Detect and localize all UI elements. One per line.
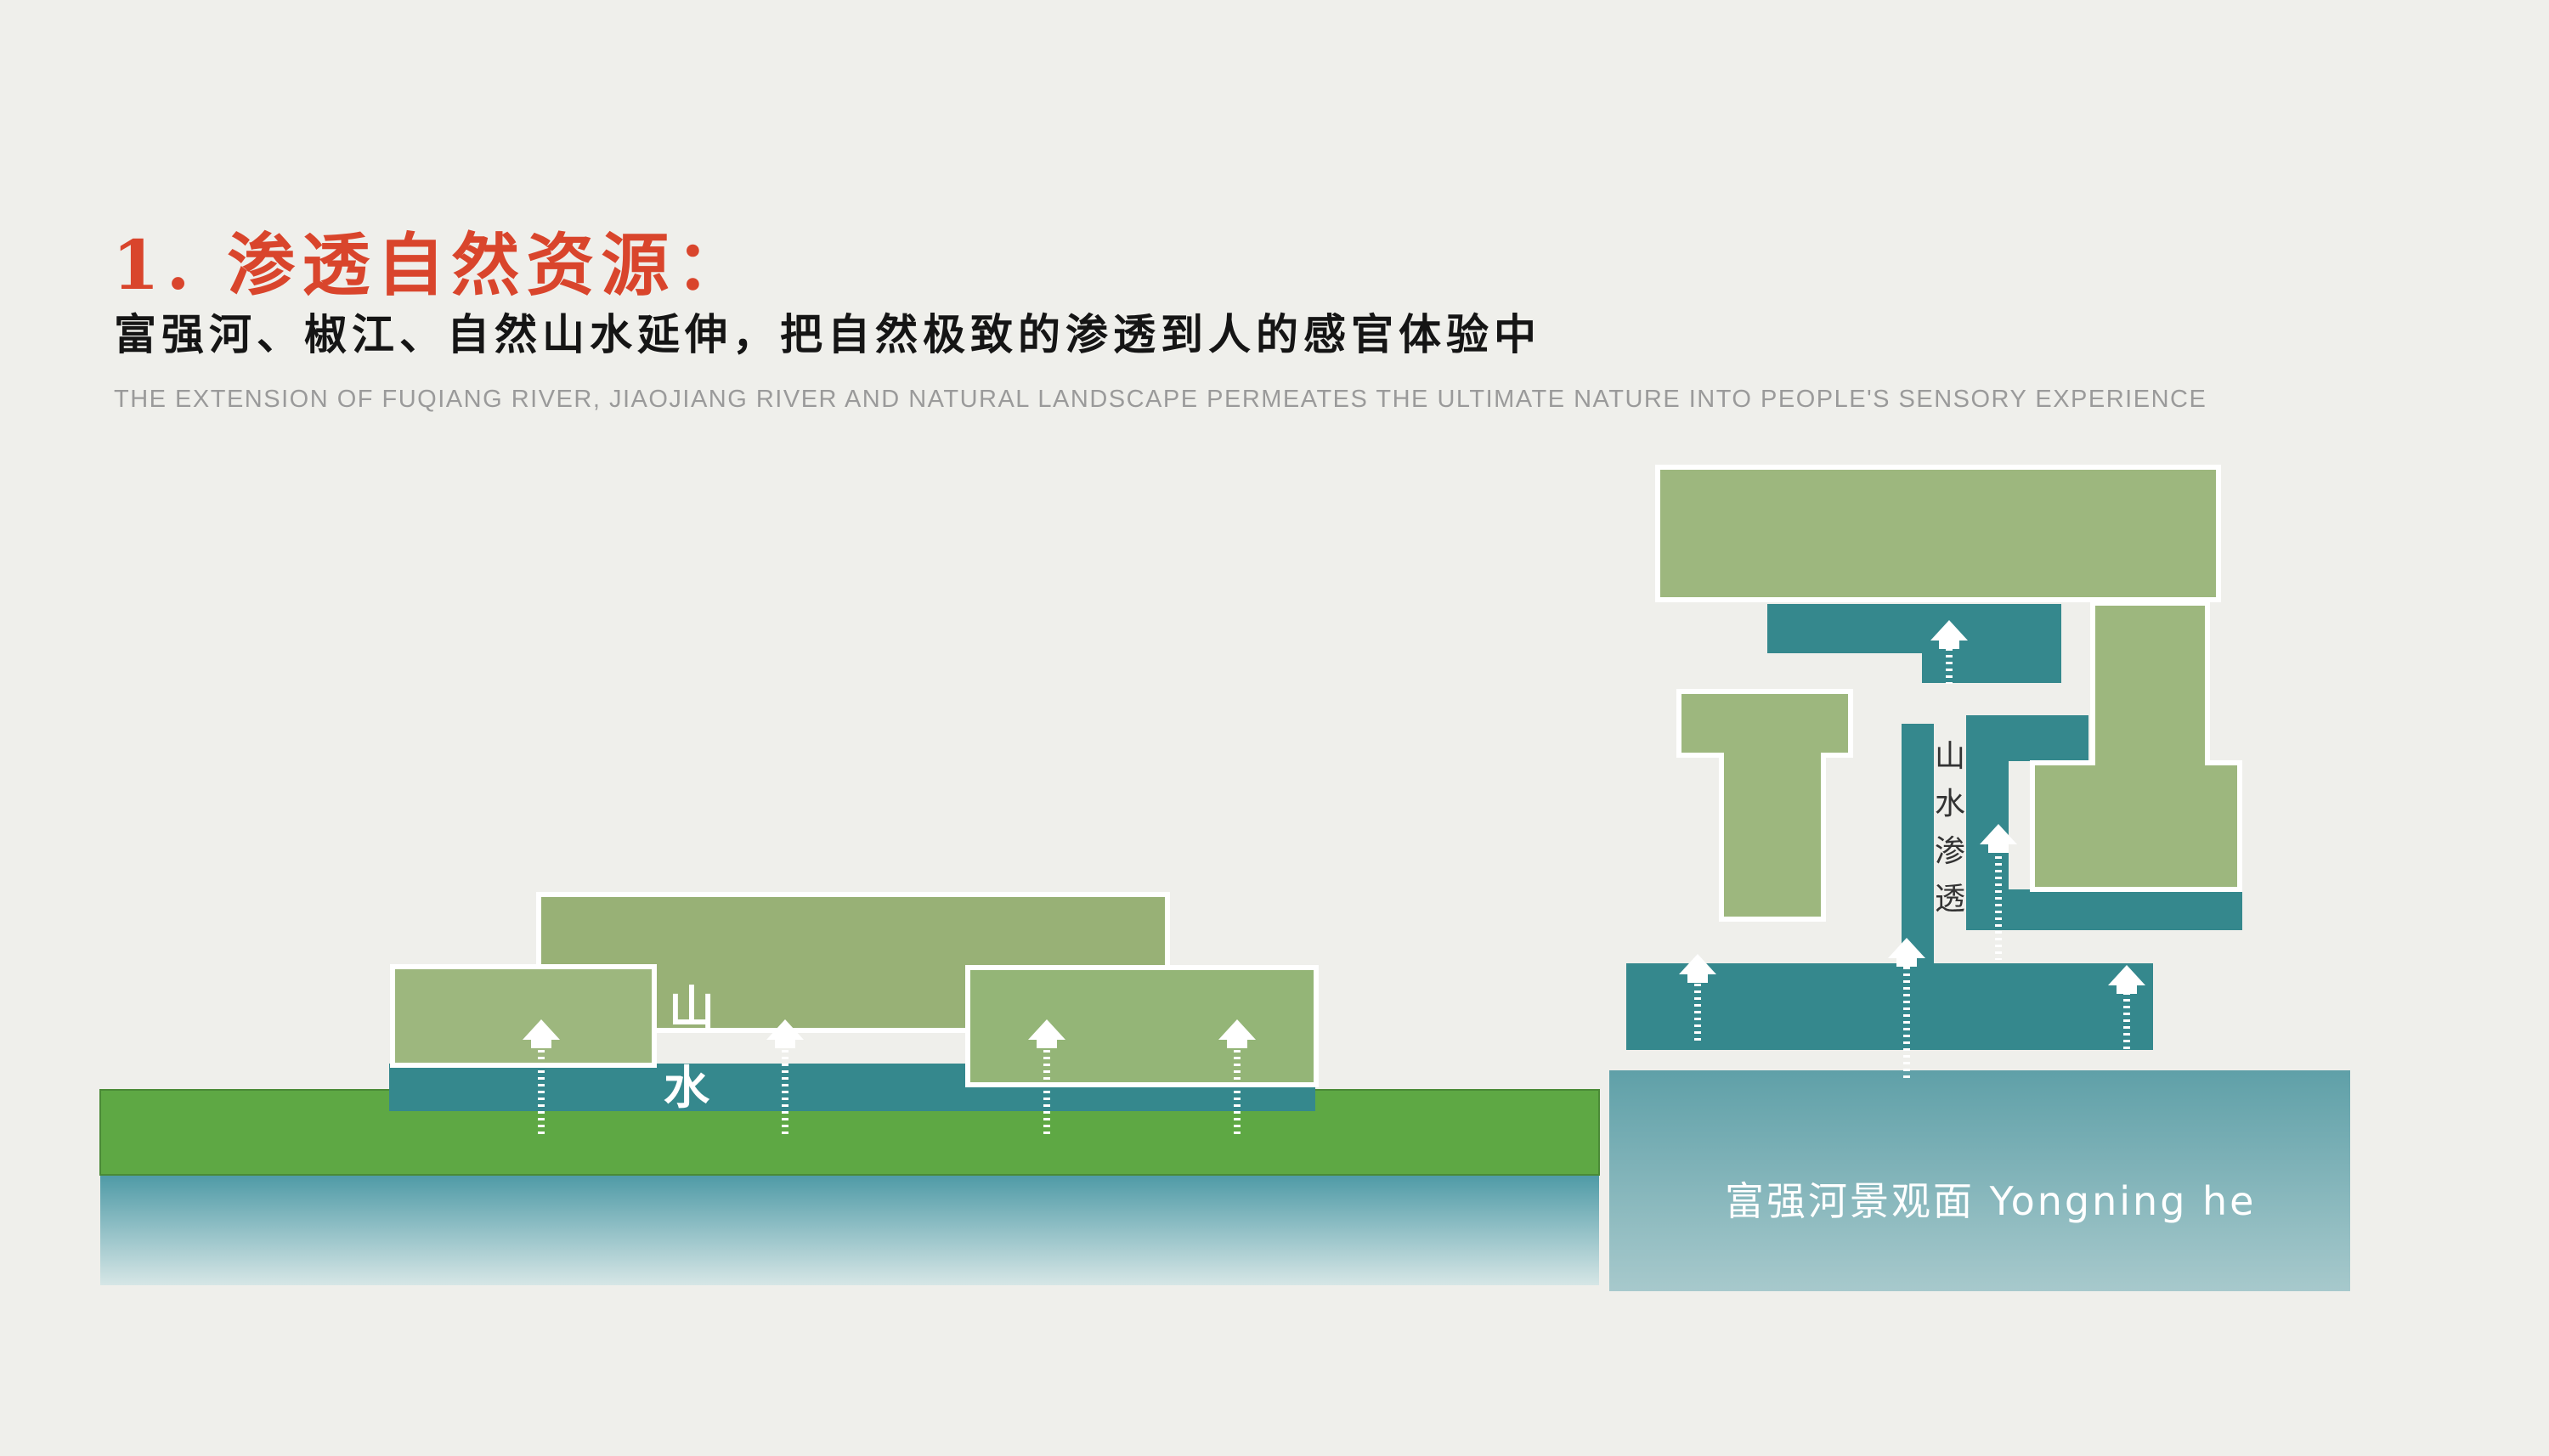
river-area [1609,1070,2350,1291]
teal-right-strip [1966,889,2242,930]
teal-right-channel [1966,715,2088,761]
teal-top-channel-stub [1922,646,2061,683]
vertical-label-char-4: 透 [1935,882,1965,917]
river-label: 富强河景观面 Yongning he [1725,1178,2256,1224]
vertical-label-char-2: 水 [1935,787,1965,821]
building-top-block [1655,465,2221,602]
vertical-label-char-1: 山 [1935,739,1965,774]
section-subtitle: 富强河、椒江、自然山水延伸，把自然极致的渗透到人的感官体验中 [114,309,1541,359]
water-layer [100,1175,1599,1285]
permeation-arrows-left [538,1043,1241,1134]
section-title: 1. 渗透自然资源： [112,225,751,305]
mountain-block-right [965,965,1319,1087]
building-right-block [2030,601,2242,892]
teal-promenade [1626,963,2153,1050]
left-section-diagram: 山 水 [99,892,1600,1285]
vertical-label: 山 水 渗 透 [1935,739,1965,917]
english-caption: THE EXTENSION OF FUQIANG RIVER, JIAOJIAN… [114,386,2207,413]
right-plan-diagram: 富强河景观面 Yongning he 山 水 渗 透 [1609,465,2350,1291]
building-t-block [1676,689,1853,922]
label-mountain: 山 [669,981,715,1035]
label-water: 水 [664,1061,710,1115]
teal-vertical-channel [1902,724,1934,966]
mountain-block-left [390,964,657,1068]
vertical-label-char-3: 渗 [1935,834,1965,869]
teal-top-channel [1767,604,2061,653]
